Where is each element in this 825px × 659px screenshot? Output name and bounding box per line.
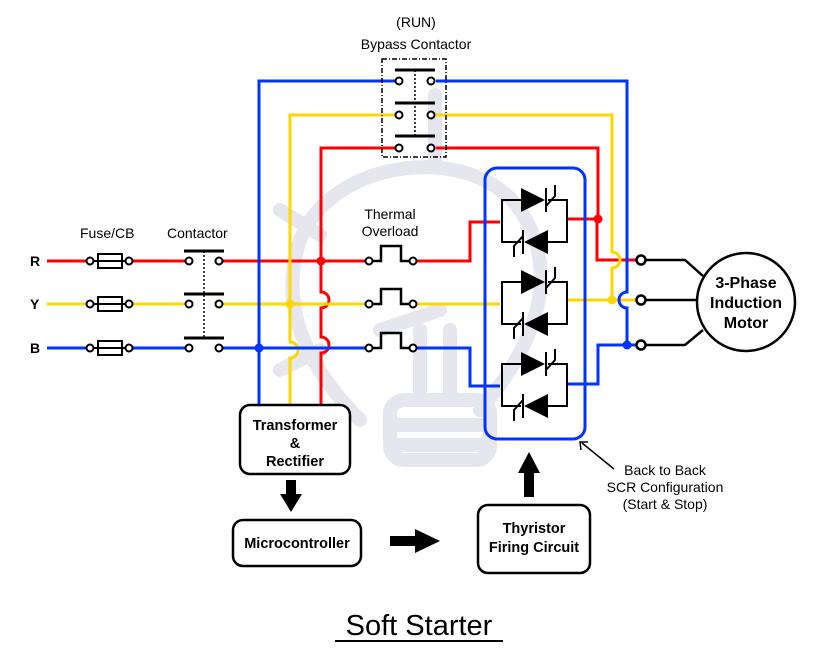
transformer-label-line2: & xyxy=(290,436,301,452)
phase-label-y: Y xyxy=(30,296,40,312)
arrow-right-icon xyxy=(390,529,440,553)
scr-group-box xyxy=(483,166,587,441)
scr-note-line3: (Start & Stop) xyxy=(623,496,708,512)
scr-note-pointer-icon xyxy=(579,441,615,470)
contactor-icon xyxy=(184,249,224,353)
scr-pair-icon xyxy=(501,267,568,339)
scr-note-line2: SCR Configuration xyxy=(607,479,724,495)
microcontroller-label: Microcontroller xyxy=(244,536,350,552)
transformer-label-line1: Transformer xyxy=(253,418,338,434)
wire-phase-r xyxy=(47,146,637,404)
scr-pair-icon xyxy=(501,185,568,257)
bypass-contactor-icon xyxy=(381,58,447,158)
bypass-label-line2: Bypass Contactor xyxy=(361,36,472,52)
phase-label-r: R xyxy=(30,253,40,269)
thermal-overload-icon xyxy=(364,244,418,353)
junction-dots xyxy=(254,214,632,353)
arrow-up-icon xyxy=(518,452,540,497)
firing-label-line2: Firing Circuit xyxy=(489,540,579,556)
fuse-icon xyxy=(85,253,134,269)
scr-note-line1: Back to Back xyxy=(624,462,707,478)
scr-pairs xyxy=(501,185,568,421)
fuse-icon xyxy=(85,296,134,312)
transformer-label-line3: Rectifier xyxy=(266,454,324,470)
arrow-down-icon xyxy=(280,480,302,512)
motor-terminals xyxy=(635,254,704,351)
contactor-label: Contactor xyxy=(167,225,228,241)
motor-label-line1: 3-Phase xyxy=(715,275,776,292)
phase-label-b: B xyxy=(30,340,40,356)
thyristor-firing-box xyxy=(476,503,592,575)
fuse-label: Fuse/CB xyxy=(80,225,134,241)
transformer-rectifier-box xyxy=(238,403,352,476)
scr-pair-icon xyxy=(501,349,568,421)
diagram-title: Soft Starter xyxy=(346,610,493,642)
fuse-icons xyxy=(85,253,134,356)
firing-label-line1: Thyristor xyxy=(503,521,566,537)
motor-icon xyxy=(695,251,797,353)
wire-phase-y xyxy=(47,113,637,404)
microcontroller-box xyxy=(231,518,363,568)
thermal-label-line2: Overload xyxy=(362,223,419,239)
fuse-icon xyxy=(85,340,134,356)
bypass-label-line1: (RUN) xyxy=(396,14,436,30)
motor-label-line2: Induction xyxy=(710,295,782,312)
motor-label-line3: Motor xyxy=(724,315,768,332)
thermal-label-line1: Thermal xyxy=(364,206,415,222)
